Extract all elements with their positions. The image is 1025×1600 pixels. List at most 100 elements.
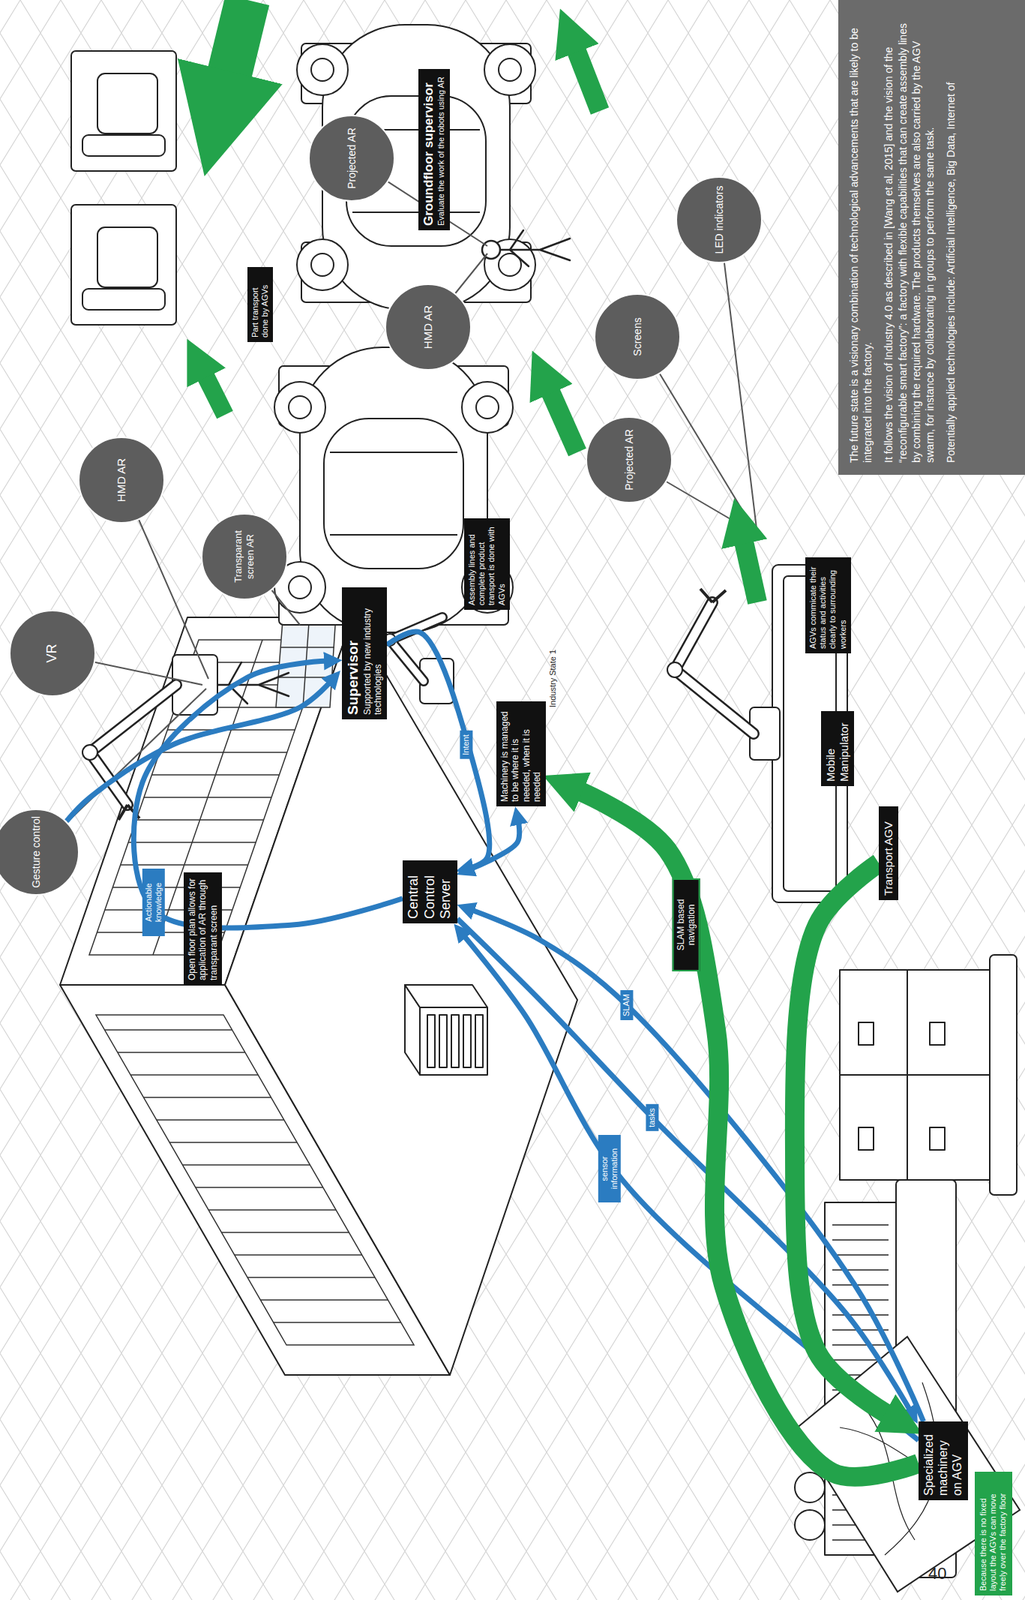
part-transport-agv (97, 73, 158, 134)
technology-circle: Projected AR (308, 114, 396, 202)
circle-shape (308, 115, 395, 201)
flow-arrow (547, 384, 578, 453)
node-text: Screens (631, 317, 645, 356)
server-rack (419, 1007, 488, 1075)
circle-shape (676, 176, 762, 263)
node-text: Part transport done by AGVs (250, 271, 270, 338)
node-text: Projected AR (345, 127, 359, 189)
technology-circle: HMD AR (77, 436, 165, 524)
server-rack (404, 984, 488, 1008)
part-transport-agv (82, 288, 165, 310)
node-text: VR (44, 644, 61, 663)
mobile-manipulator-agv (674, 602, 754, 734)
window-wall (104, 1029, 402, 1322)
node-text: Open floor plan allows for application o… (186, 876, 219, 981)
transport-agv (858, 1022, 874, 1045)
node-text: Specialized machinery on AGV (921, 1425, 966, 1496)
technology-circle: VR (8, 609, 96, 697)
label-box: Specialized machinery on AGV (918, 1420, 969, 1500)
node-text: Mobile Manipulator (824, 715, 852, 782)
node-text: HMD AR (421, 305, 435, 349)
finished-car (484, 44, 536, 96)
node-text: Because there is no fixed layout the AGV… (978, 1475, 1009, 1591)
finished-car (311, 253, 334, 276)
circle-shape (385, 284, 471, 370)
connector-label: SLAM (620, 989, 633, 1020)
connector-label: Actionable knowledge (142, 868, 165, 936)
control-room (224, 617, 578, 1375)
node-heading: Groundfloor supervisor (421, 73, 437, 226)
label-box: Machinery is managed to be where it is n… (496, 701, 546, 807)
server-rack (463, 1014, 471, 1067)
panel-paragraph: Potentially applied technologies include… (944, 11, 958, 463)
description-panel: The future state is a visionary combinat… (838, 0, 1025, 475)
flow-arrow (224, 0, 248, 93)
part-transport-agv (71, 204, 177, 325)
window-wall (89, 639, 414, 1345)
flow-arrow (742, 534, 758, 603)
node-heading: Supervisor (344, 591, 363, 715)
transport-agv (907, 1074, 990, 1180)
finished-car (322, 24, 510, 310)
flow-arrow (202, 369, 225, 415)
specialized-machinery (794, 1509, 825, 1540)
server-rack (404, 984, 488, 1075)
circle-shape (78, 437, 165, 523)
part-transport-agv (71, 50, 177, 325)
circle-shape (586, 416, 672, 503)
circle-shape (201, 513, 288, 600)
connector-label: tasks (645, 1103, 659, 1131)
connector-label: sensor information (598, 1134, 621, 1202)
transport-agv (839, 1074, 908, 1180)
node-text: Central Control Server (405, 864, 455, 919)
node-text: LED indicators (713, 185, 726, 254)
node-text: Projected AR (623, 428, 636, 491)
flow-arrow (573, 43, 600, 111)
finished-car (311, 58, 334, 81)
assembly-car (274, 381, 326, 433)
transport-agv (929, 1126, 945, 1150)
transport-agv (839, 954, 1017, 1195)
transport-agv (907, 969, 990, 1075)
flow-arrow (202, 0, 758, 603)
node-text: Transport AGV (881, 810, 896, 896)
transport-agv (858, 1126, 874, 1150)
server-rack (427, 1014, 435, 1067)
mobile-manipulator-agv (667, 662, 683, 678)
connector-label: SLAM based navigation (672, 878, 701, 972)
transport-agv (989, 954, 1017, 1195)
label-box: Open floor plan allows for application o… (183, 872, 222, 985)
window-wall (95, 1014, 414, 1345)
node-text: Gesture control (29, 815, 43, 888)
node-body: Supported by new industry technologies (362, 591, 384, 715)
label-box: AGVs commicate their status and activiti… (805, 557, 852, 654)
technology-circle: LED indicators (675, 176, 763, 264)
technology-circle: Gesture control (0, 808, 80, 896)
finished-car (498, 58, 522, 81)
node-text: AGVs commicate their status and activiti… (808, 561, 849, 649)
technology-circle: Screens (593, 293, 681, 381)
server-rack (439, 1014, 447, 1067)
node-body: Evaluate the work of the robots using AR (436, 73, 447, 226)
circle-shape (594, 293, 681, 380)
label-box: SupervisorSupported by new industry tech… (341, 587, 387, 720)
assembly-car (274, 347, 513, 633)
label-box: Transport AGV (878, 806, 899, 900)
server-rack (451, 1014, 459, 1067)
node-text: Machinery is managed to be where it is n… (499, 705, 543, 802)
part-transport-agv (82, 134, 165, 156)
mobile-manipulator-agv (700, 588, 726, 603)
connector-label: Intent (459, 730, 473, 759)
label-box: Assembly lines and complete product tran… (464, 518, 510, 610)
page-number: 40 (928, 1563, 947, 1583)
label-box: Central Control Server (402, 860, 458, 924)
node-text: Transparant screen AR (232, 519, 256, 594)
specialized-machinery (794, 1471, 825, 1502)
panel-paragraph: It follows the vision of Industry 4.0 as… (881, 11, 937, 463)
panel-paragraph: The future state is a visionary combinat… (847, 11, 875, 463)
assembly-car (299, 347, 488, 633)
groundfloor-figure (482, 230, 570, 267)
assembly-car (288, 395, 312, 419)
